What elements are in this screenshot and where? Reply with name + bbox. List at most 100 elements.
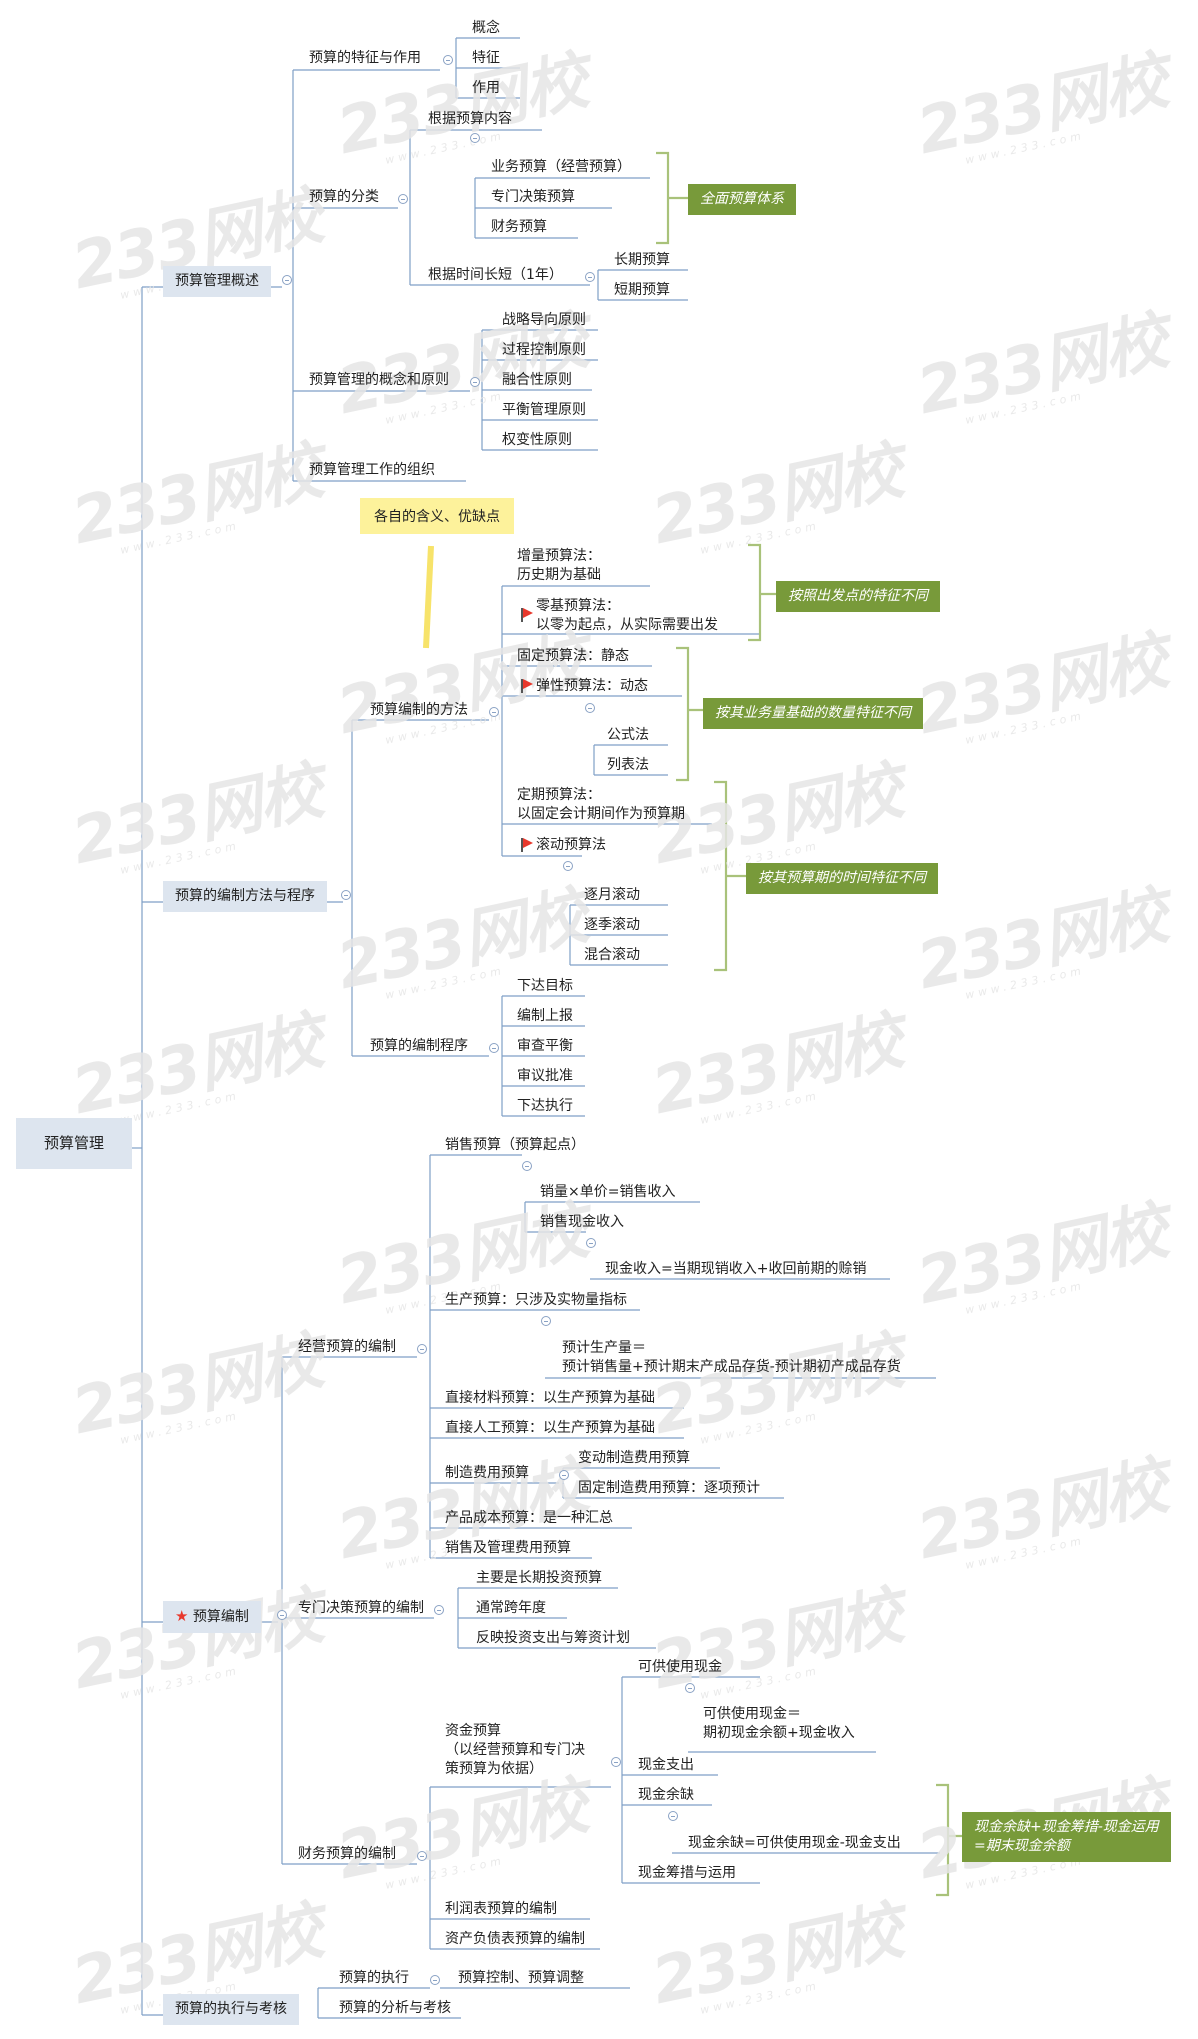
leaf-sales-revenue[interactable]: 销量×单价=销售收入: [540, 1184, 676, 1200]
leaf-zero-based[interactable]: 零基预算法： 以零为起点，从实际需要出发: [536, 598, 718, 633]
callout-note[interactable]: 各自的含义、优缺点: [360, 498, 514, 534]
collapse-toggle[interactable]: [398, 194, 408, 204]
leaf-fixed[interactable]: 固定预算法：静态: [517, 648, 629, 664]
leaf-materials-budget[interactable]: 直接材料预算：以生产预算为基础: [445, 1390, 655, 1406]
leaf-rolling-mixed[interactable]: 混合滚动: [584, 947, 640, 963]
leaf-control-adjust[interactable]: 预算控制、预算调整: [458, 1970, 584, 1986]
leaf-rolling-quarterly[interactable]: 逐季滚动: [584, 917, 640, 933]
leaf-concept[interactable]: 概念: [472, 20, 500, 36]
node-principles[interactable]: 预算管理的概念和原则: [309, 372, 449, 388]
leaf-principle-1[interactable]: 战略导向原则: [502, 312, 586, 328]
leaf-investment-financing[interactable]: 反映投资支出与筹资计划: [476, 1630, 630, 1646]
leaf-cash-receipts[interactable]: 现金收入=当期现销收入+收回前期的赊销: [605, 1261, 867, 1277]
node-analysis[interactable]: 预算的分析与考核: [339, 2000, 451, 2016]
topic-execution[interactable]: 预算的执行与考核: [163, 1994, 299, 2025]
leaf-special-budget[interactable]: 专门决策预算: [491, 189, 575, 205]
node-special[interactable]: 专门决策预算的编制: [298, 1600, 424, 1616]
leaf-step-2[interactable]: 编制上报: [517, 1008, 573, 1024]
leaf-sales-cash[interactable]: 销售现金收入: [540, 1214, 624, 1230]
leaf-available-cash[interactable]: 可供使用现金: [638, 1659, 722, 1675]
leaf-cash-outflow[interactable]: 现金支出: [638, 1757, 694, 1773]
leaf-rolling[interactable]: 滚动预算法: [536, 837, 606, 853]
leaf-balance-sheet[interactable]: 资产负债表预算的编制: [445, 1931, 585, 1947]
leaf-flexible[interactable]: 弹性预算法：动态: [536, 678, 648, 694]
leaf-selling-admin[interactable]: 销售及管理费用预算: [445, 1540, 571, 1556]
summary-by-period[interactable]: 按其预算期的时间特征不同: [746, 863, 938, 894]
leaf-cash-surplus[interactable]: 现金余缺: [638, 1787, 694, 1803]
leaf-principle-5[interactable]: 权变性原则: [502, 432, 572, 448]
node-execution[interactable]: 预算的执行: [339, 1970, 409, 1986]
leaf-periodic[interactable]: 定期预算法： 以固定会计期间作为预算期: [517, 787, 685, 822]
leaf-short-term[interactable]: 短期预算: [614, 282, 670, 298]
collapse-toggle[interactable]: [668, 1811, 678, 1821]
collapse-toggle[interactable]: [417, 1344, 427, 1354]
topic-overview[interactable]: 预算管理概述: [163, 266, 271, 297]
collapse-toggle[interactable]: [341, 890, 351, 900]
leaf-product-cost[interactable]: 产品成本预算：是一种汇总: [445, 1510, 613, 1526]
leaf-available-formula[interactable]: 可供使用现金＝ 期初现金余额+现金收入: [703, 1706, 855, 1741]
leaf-step-5[interactable]: 下达执行: [517, 1098, 573, 1114]
node-by-time[interactable]: 根据时间长短（1年）: [428, 267, 563, 283]
leaf-operating-budget[interactable]: 业务预算（经营预算）: [491, 159, 631, 175]
node-operating[interactable]: 经营预算的编制: [298, 1339, 396, 1355]
leaf-step-1[interactable]: 下达目标: [517, 978, 573, 994]
collapse-toggle[interactable]: [417, 1851, 427, 1861]
node-features[interactable]: 预算的特征与作用: [309, 50, 421, 66]
node-cash-budget[interactable]: 资金预算 （以经营预算和专门决 策预算为依据）: [445, 1723, 585, 1777]
leaf-list-method[interactable]: 列表法: [607, 757, 649, 773]
leaf-principle-4[interactable]: 平衡管理原则: [502, 402, 586, 418]
leaf-surplus-formula[interactable]: 现金余缺=可供使用现金-现金支出: [688, 1835, 901, 1851]
topic-compilation[interactable]: ★ 预算编制: [163, 1601, 261, 1633]
leaf-step-4[interactable]: 审议批准: [517, 1068, 573, 1084]
collapse-toggle[interactable]: [563, 861, 573, 871]
collapse-toggle[interactable]: [489, 707, 499, 717]
leaf-sales-budget[interactable]: 销售预算（预算起点）: [445, 1137, 585, 1153]
node-classification[interactable]: 预算的分类: [309, 189, 379, 205]
collapse-toggle[interactable]: [585, 703, 595, 713]
leaf-characteristics[interactable]: 特征: [472, 50, 500, 66]
leaf-cash-financing[interactable]: 现金筹措与运用: [638, 1865, 736, 1881]
leaf-income-statement[interactable]: 利润表预算的编制: [445, 1901, 557, 1917]
collapse-toggle[interactable]: [470, 133, 480, 143]
leaf-long-term[interactable]: 长期预算: [614, 252, 670, 268]
collapse-toggle[interactable]: [277, 1610, 287, 1620]
leaf-cross-year[interactable]: 通常跨年度: [476, 1600, 546, 1616]
node-financial[interactable]: 财务预算的编制: [298, 1846, 396, 1862]
node-compilation-methods[interactable]: 预算编制的方法: [370, 702, 468, 718]
leaf-long-term-investment[interactable]: 主要是长期投资预算: [476, 1570, 602, 1586]
node-procedure[interactable]: 预算的编制程序: [370, 1038, 468, 1054]
collapse-toggle[interactable]: [430, 1975, 440, 1985]
summary-ending-cash[interactable]: 现金余缺+现金筹措-现金运用 =期末现金余额: [962, 1812, 1171, 1862]
collapse-toggle[interactable]: [611, 1757, 621, 1767]
leaf-labor-budget[interactable]: 直接人工预算：以生产预算为基础: [445, 1420, 655, 1436]
leaf-role[interactable]: 作用: [472, 80, 500, 96]
topic-methods[interactable]: 预算的编制方法与程序: [163, 881, 327, 912]
collapse-toggle[interactable]: [443, 55, 453, 65]
leaf-production-budget[interactable]: 生产预算：只涉及实物量指标: [445, 1292, 627, 1308]
leaf-variable-overhead[interactable]: 变动制造费用预算: [578, 1450, 690, 1466]
collapse-toggle[interactable]: [585, 272, 595, 282]
summary-by-starting-point[interactable]: 按照出发点的特征不同: [776, 581, 940, 612]
leaf-production-formula[interactable]: 预计生产量＝ 预计销售量+预计期末产成品存货-预计期初产成品存货: [562, 1340, 901, 1375]
leaf-step-3[interactable]: 审查平衡: [517, 1038, 573, 1054]
collapse-toggle[interactable]: [559, 1470, 569, 1480]
node-by-content[interactable]: 根据预算内容: [428, 111, 512, 127]
collapse-toggle[interactable]: [522, 1161, 532, 1171]
leaf-financial-budget[interactable]: 财务预算: [491, 219, 547, 235]
summary-by-quantity[interactable]: 按其业务量基础的数量特征不同: [703, 698, 923, 729]
leaf-principle-2[interactable]: 过程控制原则: [502, 342, 586, 358]
root-topic[interactable]: 预算管理: [16, 1118, 133, 1169]
leaf-fixed-overhead[interactable]: 固定制造费用预算：逐项预计: [578, 1480, 760, 1496]
collapse-toggle[interactable]: [541, 1316, 551, 1326]
node-overhead-budget[interactable]: 制造费用预算: [445, 1465, 529, 1481]
summary-comprehensive-budget[interactable]: 全面预算体系: [688, 184, 796, 215]
collapse-toggle[interactable]: [282, 275, 292, 285]
collapse-toggle[interactable]: [434, 1605, 444, 1615]
leaf-principle-3[interactable]: 融合性原则: [502, 372, 572, 388]
collapse-toggle[interactable]: [489, 1043, 499, 1053]
collapse-toggle[interactable]: [586, 1238, 596, 1248]
collapse-toggle[interactable]: [685, 1683, 695, 1693]
leaf-rolling-monthly[interactable]: 逐月滚动: [584, 887, 640, 903]
leaf-incremental[interactable]: 增量预算法： 历史期为基础: [517, 548, 601, 583]
node-organization[interactable]: 预算管理工作的组织: [309, 462, 435, 478]
